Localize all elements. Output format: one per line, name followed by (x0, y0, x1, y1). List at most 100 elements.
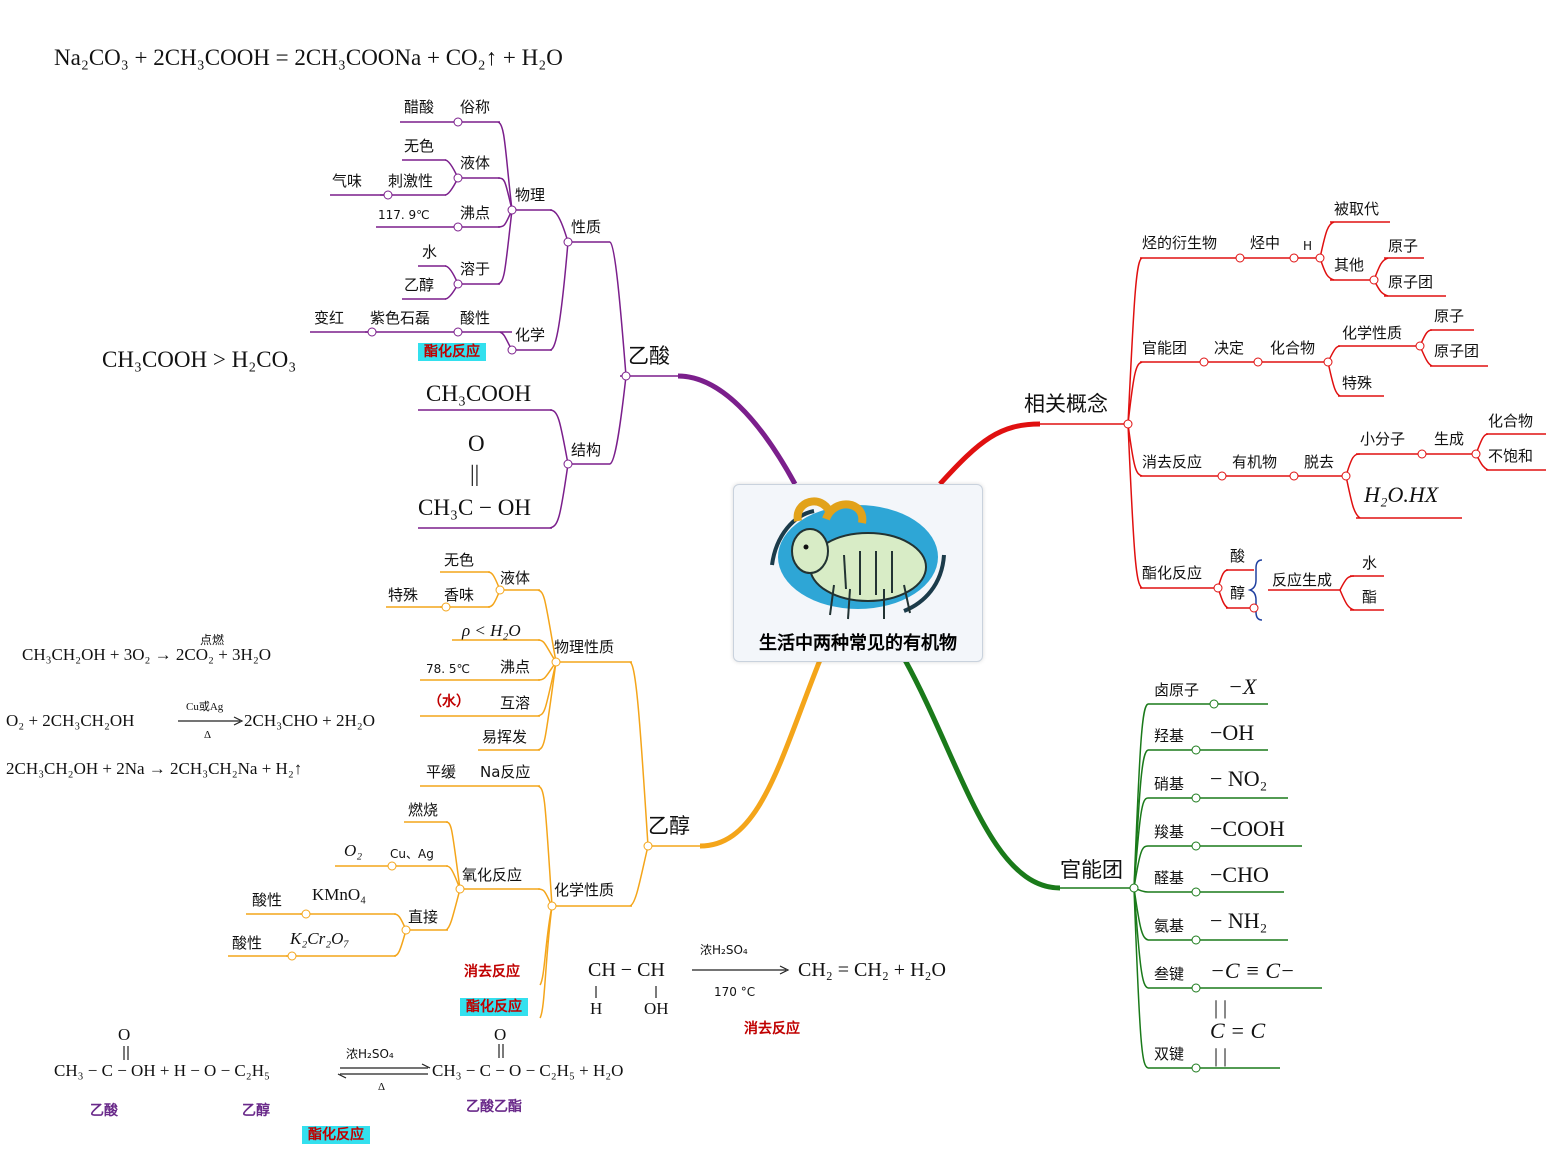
ethanol-density[interactable]: ρ < H₂O (462, 621, 521, 640)
concept-derivative[interactable]: 烃的衍生物 (1142, 234, 1218, 252)
concept-group[interactable]: 原子团 (1388, 273, 1434, 291)
ethanol-water[interactable]: （水） (428, 694, 470, 710)
ethanol-k2cr2o7[interactable]: K₂Cr₂O₇ (290, 929, 350, 948)
ethanol-boiling-point[interactable]: 沸点 (500, 658, 531, 676)
concept-replaced[interactable]: 被取代 (1334, 200, 1380, 218)
ester-esterification-tag: 酯化反应 (302, 1126, 370, 1144)
sodium-equation: 2CH₃CH₂OH + 2Na → 2CH₃CH₂Na + H₂↑ (6, 759, 303, 778)
ethanol-special[interactable]: 特殊 (388, 586, 419, 604)
concept-group-2[interactable]: 原子团 (1434, 342, 1480, 360)
acetic-chemical[interactable]: 化学 (515, 326, 546, 344)
concept-determines[interactable]: 决定 (1214, 339, 1245, 357)
concept-atom[interactable]: 原子 (1388, 237, 1419, 255)
group-triple-bond-name[interactable]: 叁键 (1154, 965, 1185, 983)
acetic-boiling-point[interactable]: 沸点 (460, 204, 491, 222)
ethanol-miscible[interactable]: 互溶 (500, 694, 531, 712)
concepts-topic[interactable]: 相关概念 (1024, 392, 1108, 416)
oxidation-condition-top: Cu或Ag (186, 701, 224, 713)
ester-o-right: O (494, 1025, 507, 1044)
concept-small-molecule[interactable]: 小分子 (1360, 430, 1406, 448)
concept-compound[interactable]: 化合物 (1270, 339, 1316, 357)
ethanol-bp-value[interactable]: 78. 5℃ (426, 662, 471, 676)
center-topic[interactable]: 生活中两种常见的有机物 (733, 484, 983, 662)
concept-h2o-hx[interactable]: H₂O.HX (1364, 482, 1439, 507)
ethanol-acidic-1[interactable]: 酸性 (252, 891, 283, 909)
elimination-right: CH₂ = CH₂ + H₂O (798, 959, 946, 981)
acetic-properties[interactable]: 性质 (571, 218, 602, 236)
concept-alcohol[interactable]: 醇 (1230, 584, 1246, 602)
acetic-esterification-tag[interactable]: 酯化反应 (418, 343, 486, 361)
concept-special[interactable]: 特殊 (1342, 374, 1373, 392)
acetic-acidity[interactable]: 酸性 (460, 309, 491, 327)
acetic-water[interactable]: 水 (422, 243, 438, 261)
acetic-structure[interactable]: 结构 (571, 441, 602, 459)
concept-acid[interactable]: 酸 (1230, 547, 1246, 565)
group-nitro-name[interactable]: 硝基 (1154, 775, 1185, 793)
concept-in-hc[interactable]: 烃中 (1250, 234, 1281, 252)
ethanol-na-reaction[interactable]: Na反应 (480, 763, 531, 781)
acetic-litmus[interactable]: 紫色石磊 (370, 309, 431, 327)
ethanol-fragrance[interactable]: 香味 (444, 586, 475, 604)
ethanol-catalyst[interactable]: Cu、Ag (390, 847, 434, 861)
concept-ester[interactable]: 酯 (1362, 588, 1378, 606)
acetic-liquid[interactable]: 液体 (460, 154, 491, 172)
concept-compound-2[interactable]: 化合物 (1488, 412, 1534, 430)
concept-functional[interactable]: 官能团 (1142, 339, 1188, 357)
group-double-bond-formula: C = C (1210, 1018, 1266, 1043)
concept-water[interactable]: 水 (1362, 554, 1378, 572)
group-nitro-formula: − NO₂ (1210, 766, 1268, 791)
ethanol-gentle[interactable]: 平缓 (426, 763, 457, 781)
group-aldehyde-name[interactable]: 醛基 (1154, 869, 1185, 887)
group-double-bars-top: | | (1214, 997, 1228, 1019)
oxidation-condition-bottom: Δ (204, 729, 212, 741)
acetic-pungent[interactable]: 刺激性 (388, 172, 434, 190)
group-halogen-formula: −X (1228, 674, 1257, 699)
functional-groups-topic[interactable]: 官能团 (1060, 858, 1123, 882)
group-halogen-name[interactable]: 卤原子 (1154, 681, 1200, 699)
acetic-ethanol[interactable]: 乙醇 (404, 276, 435, 294)
concept-unsaturated[interactable]: 不饱和 (1488, 447, 1534, 465)
ethanol-esterification-tag[interactable]: 酯化反应 (460, 998, 528, 1016)
ester-label-ester: 乙酸乙酯 (466, 1099, 522, 1115)
acetic-soluble[interactable]: 溶于 (460, 260, 491, 278)
group-hydroxyl-name[interactable]: 羟基 (1154, 727, 1185, 745)
ethanol-elimination[interactable]: 消去反应 (464, 964, 520, 980)
concept-esterification[interactable]: 酯化反应 (1142, 564, 1203, 582)
acetic-odor[interactable]: 气味 (332, 172, 363, 190)
acetic-common-name[interactable]: 俗称 (460, 98, 491, 116)
concept-elimination[interactable]: 消去反应 (1142, 453, 1203, 471)
ethanol-combustion[interactable]: 燃烧 (408, 801, 439, 819)
acetic-bp-value[interactable]: 117. 9℃ (378, 208, 430, 222)
group-double-bond-name[interactable]: 双键 (1154, 1045, 1185, 1063)
carbonate-equation: Na₂CO₃ + 2CH₃COOH = 2CH₃COONa + CO₂↑ + H… (54, 45, 563, 70)
ethanol-chemical-props[interactable]: 化学性质 (554, 881, 615, 899)
concept-react-generate[interactable]: 反应生成 (1272, 571, 1333, 589)
concept-chem-props[interactable]: 化学性质 (1342, 324, 1403, 342)
ethanol-colorless[interactable]: 无色 (444, 551, 475, 569)
ethanol-volatile[interactable]: 易挥发 (482, 728, 528, 746)
ethanol-o2[interactable]: O₂ (344, 841, 363, 860)
group-amino-name[interactable]: 氨基 (1154, 917, 1185, 935)
acetic-colorless[interactable]: 无色 (404, 137, 435, 155)
ethanol-direct[interactable]: 直接 (408, 908, 439, 926)
ethanol-physical-props[interactable]: 物理性质 (554, 638, 615, 656)
concept-atom-2[interactable]: 原子 (1434, 307, 1465, 325)
concept-generate[interactable]: 生成 (1434, 430, 1465, 448)
acetic-vinegar[interactable]: 醋酸 (404, 98, 435, 116)
acetic-physical[interactable]: 物理 (515, 186, 546, 204)
elimination-label: 消去反应 (744, 1021, 800, 1037)
ethanol-liquid[interactable]: 液体 (500, 569, 531, 587)
acetic-acid-topic[interactable]: 乙酸 (628, 344, 670, 368)
elimination-left: CH − CH (588, 959, 665, 981)
concept-h[interactable]: H (1303, 239, 1313, 253)
concept-organic[interactable]: 有机物 (1232, 453, 1278, 471)
ethanol-kmno4[interactable]: KMnO₄ (312, 885, 367, 904)
acetic-turns-red[interactable]: 变红 (314, 309, 345, 327)
group-carboxyl-name[interactable]: 羧基 (1154, 823, 1185, 841)
ethanol-oxidation[interactable]: 氧化反应 (462, 866, 523, 884)
concept-remove[interactable]: 脱去 (1304, 453, 1335, 471)
concept-other[interactable]: 其他 (1334, 256, 1365, 274)
ester-condition-top: 浓H₂SO₄ (346, 1047, 394, 1061)
ethanol-topic[interactable]: 乙醇 (648, 814, 690, 838)
ethanol-acidic-2[interactable]: 酸性 (232, 934, 263, 952)
